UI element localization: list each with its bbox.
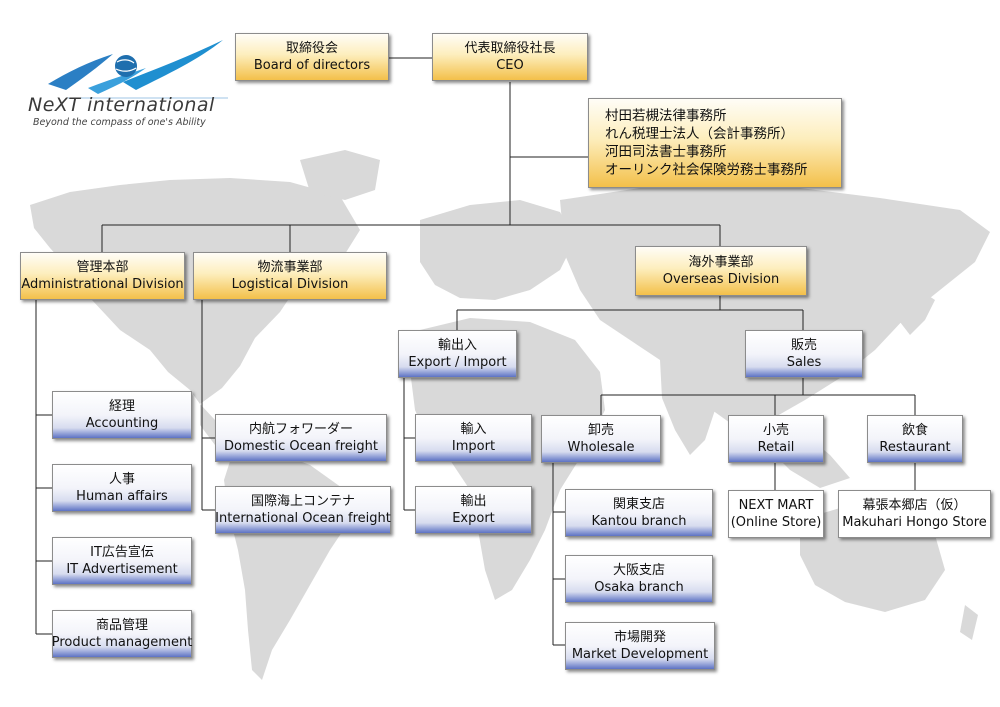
company-tagline: Beyond the compass of one's Ability [33,117,206,128]
product-en: Product management [51,635,193,650]
advisor-item: れん税理士法人（会計事務所） [605,126,794,142]
domestic-ja: 内航フォワーダー [248,422,353,437]
restaurant-en: Restaurant [879,440,951,455]
wholesale-ja: 卸売 [587,423,614,438]
advisor-item: オーリンク社会保険労務士事務所 [605,162,808,178]
retail-en: Retail [757,440,795,455]
board-ja: 取締役会 [285,41,338,56]
ceo-ja: 代表取締役社長 [464,41,556,56]
market-ja: 市場開発 [613,630,666,645]
makuhari-hongo-store-box: 幕張本郷店（仮） Makuhari Hongo Store [838,490,991,538]
accounting-en: Accounting [85,416,159,431]
kantou-ja: 関東支店 [612,497,665,512]
retail-box: 小売 Retail [728,415,824,463]
product-ja: 商品管理 [95,618,148,633]
advisor-item: 河田司法書士事務所 [605,144,727,160]
company-logo [48,40,228,99]
intl-ja: 国際海上コンテナ [250,494,355,509]
logistics-ja: 物流事業部 [257,260,323,275]
expimp-ja: 輸出入 [437,338,477,353]
itad-en: IT Advertisement [66,562,178,577]
administrational-division-box: 管理本部 Administrational Division [20,252,185,300]
international-ocean-freight-box: 国際海上コンテナ International Ocean freight [215,486,391,534]
map-new-zealand [960,605,978,640]
restaurant-box: 飲食 Restaurant [867,415,963,463]
overseas-division-box: 海外事業部 Overseas Division [635,246,807,296]
domestic-en: Domestic Ocean freight [224,439,378,454]
intl-en: International Ocean freight [215,511,391,526]
retail-ja: 小売 [762,423,789,438]
map-greenland [300,150,380,200]
overseas-ja: 海外事業部 [688,255,754,270]
export-en: Export [452,511,495,526]
import-ja: 輸入 [460,422,487,437]
makuhari-ja: 幕張本郷店（仮） [862,498,967,513]
nextmart-ja: NEXT MART [738,498,814,513]
logistics-en: Logistical Division [231,277,349,292]
ceo-en: CEO [496,58,524,73]
next-mart-box: NEXT MART (Online Store) [728,490,824,538]
board-of-directors-box: 取締役会 Board of directors [235,33,389,81]
kantou-en: Kantou branch [591,514,687,529]
itad-ja: IT広告宣伝 [90,545,154,560]
export-import-box: 輸出入 Export / Import [398,330,517,378]
product-management-box: 商品管理 Product management [52,610,192,658]
wholesale-en: Wholesale [567,440,635,455]
it-advertisement-box: IT広告宣伝 IT Advertisement [52,537,192,585]
company-name: NeXT international [28,94,215,116]
osaka-en: Osaka branch [594,580,684,595]
wholesale-box: 卸売 Wholesale [541,415,661,463]
logo-swoosh-right [123,40,223,90]
kantou-branch-box: 関東支店 Kantou branch [565,489,713,537]
sales-en: Sales [786,355,822,370]
board-en: Board of directors [253,58,371,73]
makuhari-en: Makuhari Hongo Store [842,515,987,530]
market-development-box: 市場開発 Market Development [565,622,715,670]
sales-box: 販売 Sales [745,330,863,378]
map-india [660,360,720,455]
advisor-item: 村田若槻法律事務所 [605,108,727,124]
human-affairs-box: 人事 Human affairs [52,464,192,512]
osaka-branch-box: 大阪支店 Osaka branch [565,555,713,603]
osaka-ja: 大阪支店 [612,563,665,578]
human-en: Human affairs [76,489,168,504]
nextmart-en: (Online Store) [730,515,822,530]
import-en: Import [451,439,496,454]
import-box: 輸入 Import [415,414,532,462]
sales-ja: 販売 [790,338,817,353]
accounting-ja: 経理 [108,399,135,414]
restaurant-ja: 飲食 [901,423,928,438]
logo-globe-icon [115,55,137,77]
ceo-box: 代表取締役社長 CEO [432,33,588,81]
accounting-box: 経理 Accounting [52,391,192,439]
export-ja: 輸出 [460,494,487,509]
admin-en: Administrational Division [21,277,184,292]
overseas-en: Overseas Division [662,272,780,287]
export-box: 輸出 Export [415,486,532,534]
human-ja: 人事 [108,472,135,487]
logo-swoosh-left [48,54,113,90]
domestic-ocean-freight-box: 内航フォワーダー Domestic Ocean freight [215,414,387,462]
advisors-box: 村田若槻法律事務所 れん税理士法人（会計事務所） 河田司法書士事務所 オーリンク… [588,98,842,188]
map-japan [900,290,935,335]
admin-ja: 管理本部 [76,260,129,275]
logistical-division-box: 物流事業部 Logistical Division [193,252,387,300]
expimp-en: Export / Import [408,355,507,370]
market-en: Market Development [571,647,709,662]
